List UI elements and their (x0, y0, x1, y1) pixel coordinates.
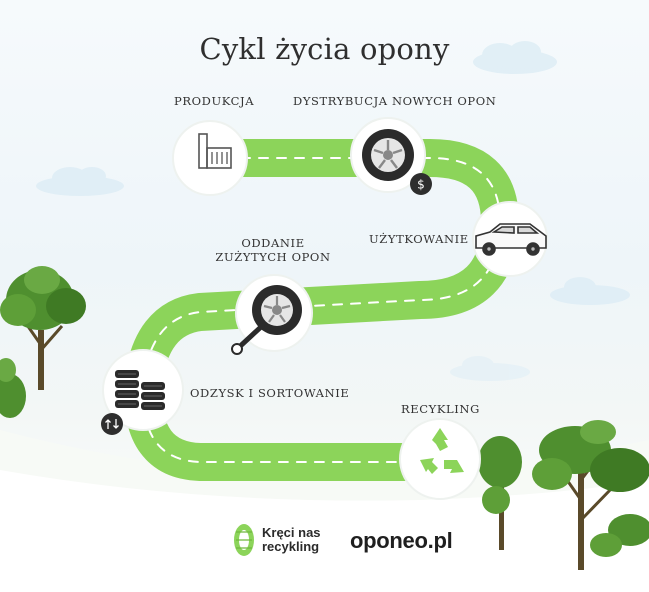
label-recycling: RECYKLING (401, 402, 480, 416)
campaign-line2: recykling (262, 539, 320, 554)
recycle-icon (420, 428, 464, 474)
cloud-top-right (473, 41, 557, 74)
stage-recycling (399, 418, 481, 500)
tree-left (0, 266, 86, 418)
campaign-line1: Kręci nas (262, 525, 321, 540)
stage-return (231, 274, 313, 355)
cloud-right (550, 277, 630, 305)
arrows-icon (101, 413, 123, 435)
page-title: Cykl życia opony (199, 32, 450, 66)
tire-wrench-icon (231, 285, 302, 355)
label-distribution: DYSTRYBUCJA NOWYCH OPON (293, 94, 497, 108)
road (123, 139, 519, 481)
tree-right (478, 420, 649, 570)
stage-production (172, 120, 248, 196)
campaign-logo: Kręci nas recykling (232, 522, 321, 558)
tire-stack-icon (115, 370, 165, 410)
cloud-mid (450, 356, 530, 381)
cloud-left (36, 167, 124, 196)
label-return-line2: ZUŻYTYCH OPON (215, 250, 331, 264)
stage-recovery (101, 349, 184, 435)
label-production: PRODUKCJA (174, 94, 255, 108)
stage-usage (472, 201, 548, 277)
factory-icon (198, 133, 232, 169)
dollar-icon: $ (410, 173, 432, 195)
label-recovery: ODZYSK I SORTOWANIE (190, 386, 350, 400)
tire-leaf-icon (234, 524, 254, 556)
label-usage: UŻYTKOWANIE (369, 232, 469, 246)
svg-text:$: $ (417, 178, 425, 192)
tire-icon (362, 129, 414, 181)
car-icon (475, 223, 547, 256)
label-return-line1: ODDANIE (241, 236, 305, 250)
brand-logo: oponeo.pl (350, 528, 453, 553)
stage-distribution: $ (350, 117, 432, 195)
label-return: ODDANIE ZUŻYTYCH OPON (214, 236, 332, 264)
